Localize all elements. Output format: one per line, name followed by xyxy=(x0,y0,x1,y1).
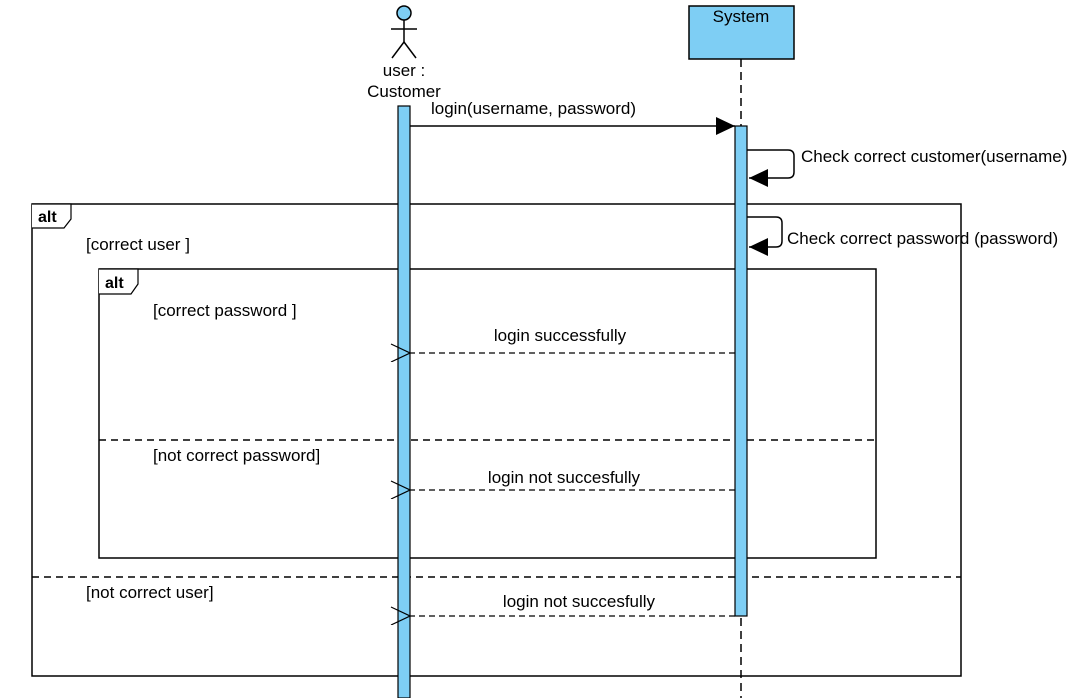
outer-alt-operator: alt xyxy=(38,209,57,226)
actor-user-customer: user : Customer xyxy=(367,5,441,101)
actor-head-icon xyxy=(396,5,412,21)
actor-name-line2: Customer xyxy=(367,82,441,101)
system-activation-bar xyxy=(734,125,748,617)
outer-alt-fragment: alt [correct user ] [not correct user] xyxy=(31,203,962,677)
outer-alt-guard-correct-user: [correct user ] xyxy=(86,235,190,254)
system-lifeline-head: System xyxy=(688,5,795,60)
outer-alt-frame xyxy=(31,203,962,677)
check-customer-label: Check correct customer(username) xyxy=(801,147,1067,166)
login-fail-user-label: login not succesfully xyxy=(503,592,656,611)
login-request-label: login(username, password) xyxy=(431,99,636,118)
inner-alt-guard-correct-password: [correct password ] xyxy=(153,301,297,320)
inner-alt-label-box xyxy=(99,268,139,295)
inner-alt-operator: alt xyxy=(105,275,124,292)
inner-alt-fragment: alt [correct password ] [not correct pas… xyxy=(98,268,877,559)
check-customer-self-arrow xyxy=(747,149,795,187)
login-fail-password-label: login not succesfully xyxy=(488,468,641,487)
actor-right-leg xyxy=(403,41,417,59)
system-box xyxy=(688,5,795,60)
inner-alt-guard-not-correct-password: [not correct password] xyxy=(153,446,320,465)
login-success-label: login successfully xyxy=(494,326,627,345)
actor-left-leg xyxy=(391,41,405,59)
check-password-label: Check correct password (password) xyxy=(787,229,1058,248)
actor-name-line1: user : xyxy=(383,61,426,80)
outer-alt-guard-not-correct-user: [not correct user] xyxy=(86,583,214,602)
check-password-self-arrow xyxy=(747,216,783,256)
user-activation-bar xyxy=(397,105,411,698)
outer-alt-label-box xyxy=(32,203,72,229)
system-name: System xyxy=(713,7,770,26)
inner-alt-frame xyxy=(98,268,877,559)
